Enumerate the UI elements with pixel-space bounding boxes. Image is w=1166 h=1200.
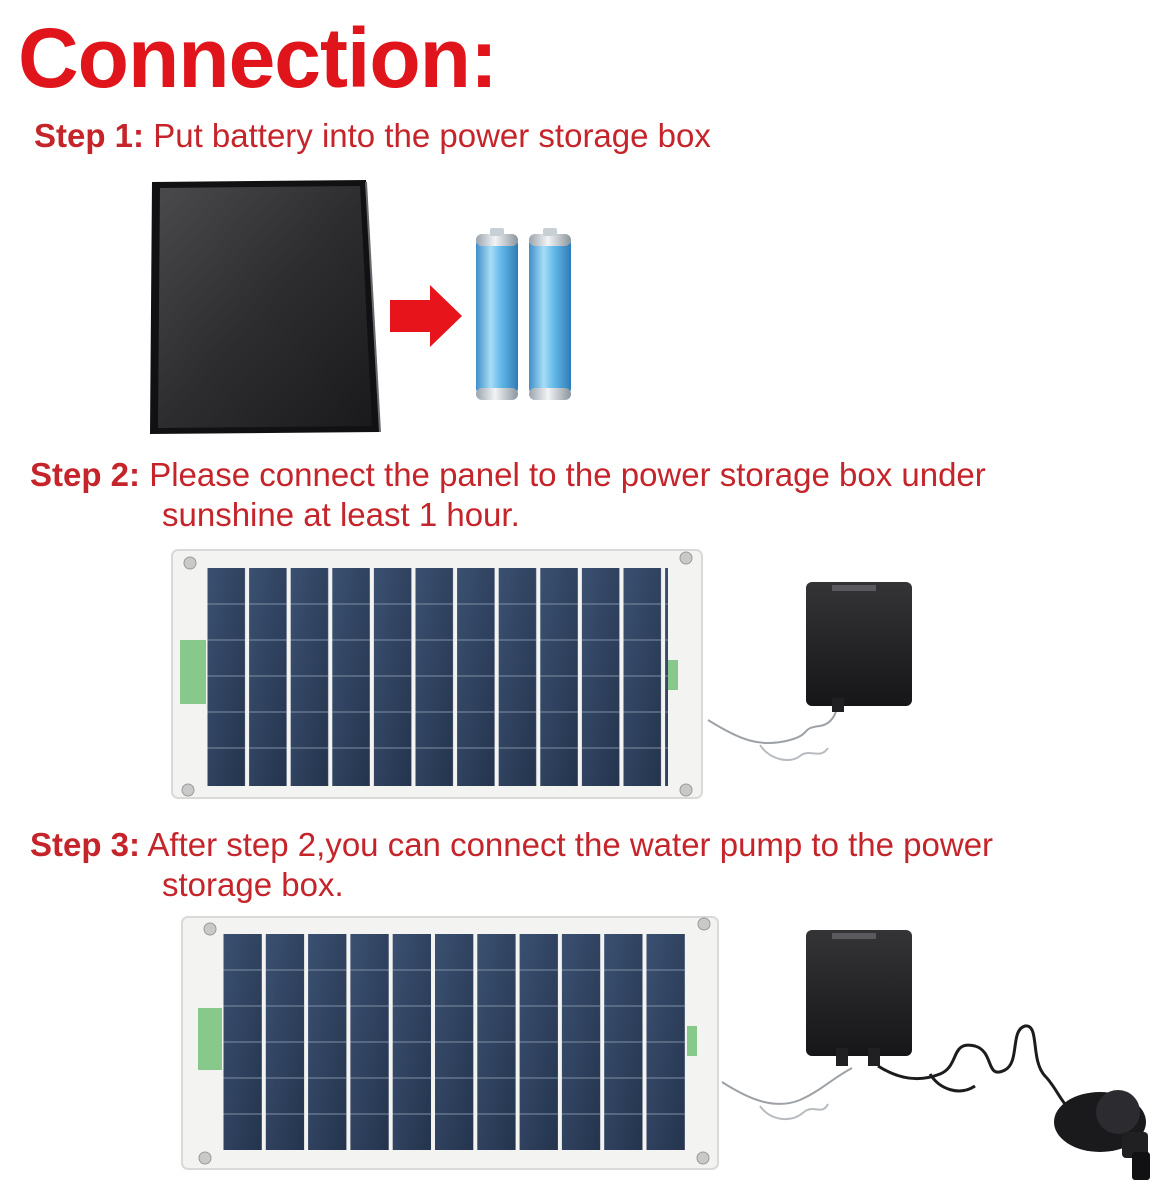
step-2-text-line1: Please connect the panel to the power st…	[149, 456, 986, 493]
step-2-text-line2: sunshine at least 1 hour.	[162, 496, 520, 533]
step-3-text-line1: After step 2,you can connect the water p…	[147, 826, 994, 863]
storage-box-image-step-3	[721, 930, 912, 1121]
page-title: Connection:	[18, 11, 498, 105]
power-storage-box-image	[150, 180, 381, 434]
step-1-label: Step 1:	[34, 117, 145, 154]
step-3-text-line2: storage box.	[162, 866, 344, 903]
step-3: Step 3: After step 2,you can connect the…	[30, 825, 993, 905]
step-3-label: Step 3:	[30, 826, 141, 863]
solar-panel-image-step-2	[171, 549, 703, 799]
step-2-label: Step 2:	[30, 456, 141, 493]
solar-panel-image-step-3	[181, 916, 719, 1170]
step-1-text: Put battery into the power storage box	[153, 117, 711, 154]
step-1: Step 1: Put battery into the power stora…	[34, 116, 711, 156]
storage-box-image-step-2	[707, 582, 912, 761]
batteries-image	[476, 228, 571, 400]
arrow-icon	[390, 285, 462, 347]
water-pump-image	[877, 1024, 1150, 1180]
step-2: Step 2: Please connect the panel to the …	[30, 455, 986, 535]
